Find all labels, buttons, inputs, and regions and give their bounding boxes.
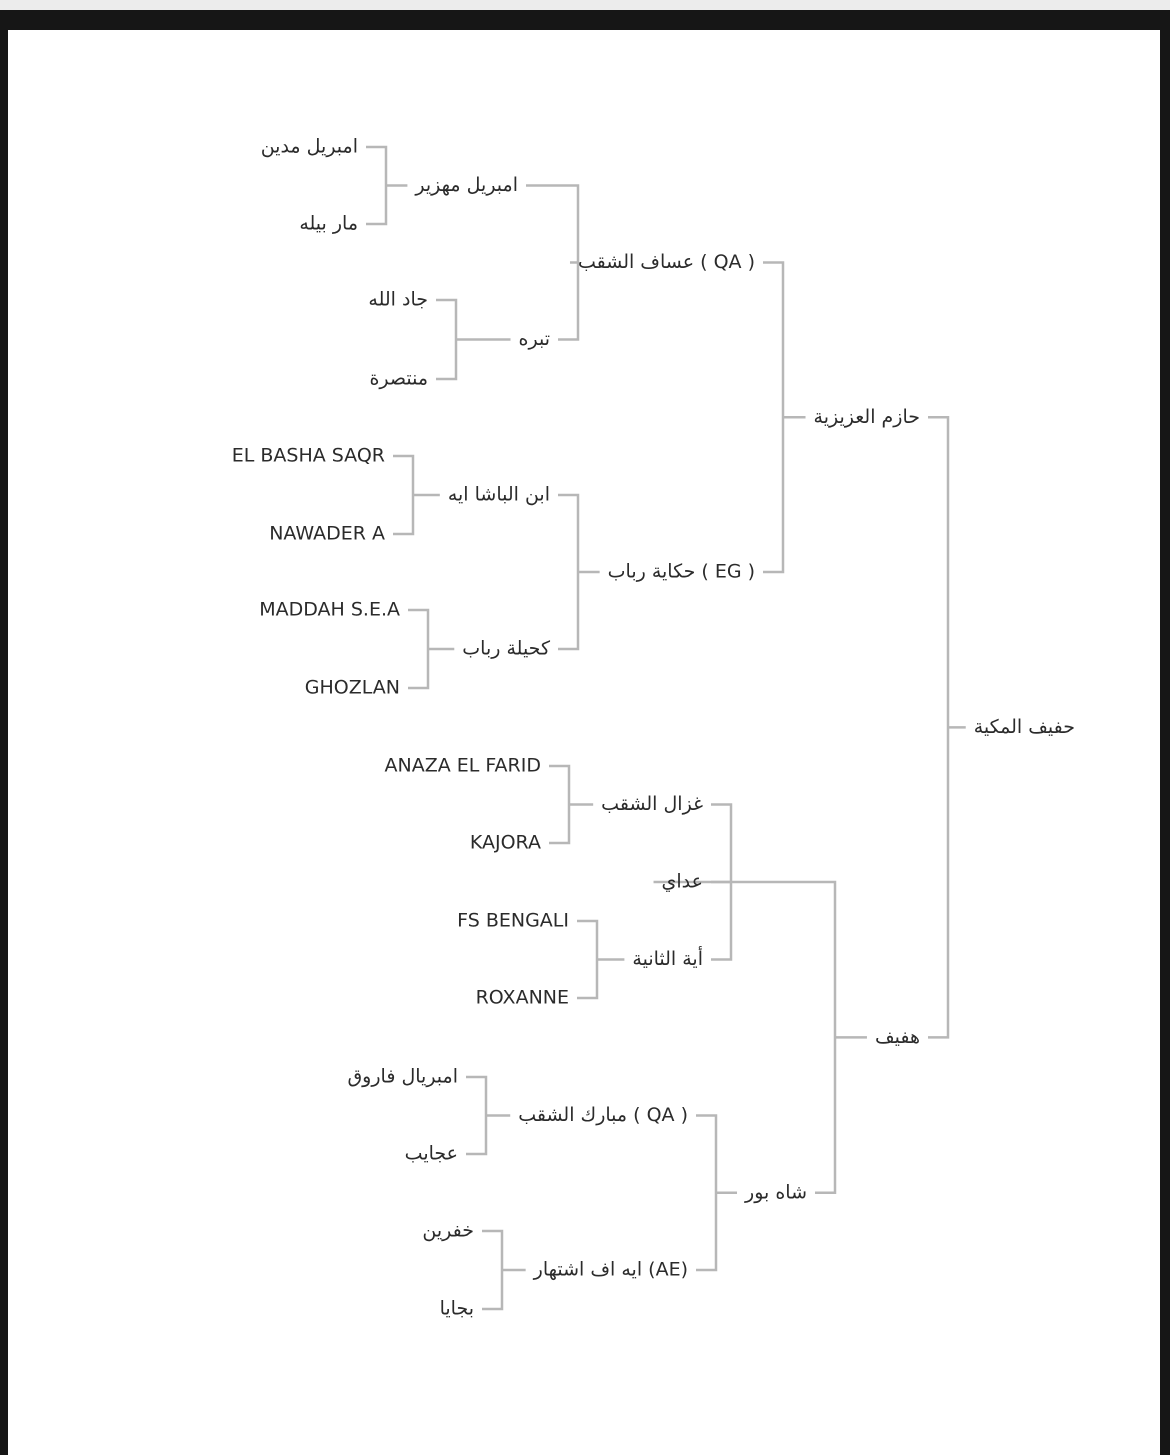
entrant-semifinal-1: حازم العزيزية	[814, 406, 920, 428]
connector-round-32-6	[577, 919, 625, 1000]
connector-quarterfinal-2	[711, 880, 867, 1194]
connector-round-32-5	[549, 764, 594, 845]
entrant-round-16-3: ابن الباشا ايه	[448, 484, 550, 506]
entrant-round-32-12: ROXANNE	[476, 987, 569, 1009]
bracket-labels: حفيف المكية حازم العزيزية هفيف عساف الشقب (…	[232, 136, 1075, 1320]
connector-round-32-3	[393, 454, 440, 536]
connector-round-32-2	[436, 298, 511, 381]
connector-round-32-8	[482, 1229, 526, 1311]
entrant-quarterfinal-4: شاه بور	[744, 1181, 807, 1203]
entrant-round-32-10: KAJORA	[470, 832, 541, 854]
entrant-round-16-4: كحيلة رباب	[462, 638, 551, 660]
entrant-quarterfinal-2: حكاية رباب ( EG )	[608, 561, 755, 583]
entrant-round-16-8: ايه اف اشتهار (AE)	[533, 1259, 688, 1281]
connector-round-16-2	[558, 493, 600, 651]
connector-round-16-1	[526, 184, 580, 341]
entrant-round-32-11: FS BENGALI	[457, 910, 569, 932]
entrant-quarterfinal-3: عداي	[662, 871, 703, 893]
connector-round-32-4	[408, 608, 455, 690]
entrant-round-32-15: خفرين	[422, 1220, 474, 1242]
entrant-round-32-9: ANAZA EL FARID	[384, 755, 541, 777]
entrant-round-16-2: تبره	[519, 328, 550, 350]
entrant-round-16-1: امبريل مهزير	[414, 174, 518, 196]
entrant-semifinal-2: هفيف	[875, 1026, 920, 1048]
entrant-round-32-13: امبريال فاروق	[347, 1066, 458, 1088]
entrant-quarterfinal-1: عساف الشقب ( QA )	[578, 251, 755, 273]
entrant-round-32-7: MADDAH S.E.A	[259, 599, 400, 621]
entrant-round-32-6: NAWADER A	[269, 523, 385, 545]
entrant-round-32-8: GHOZLAN	[305, 677, 400, 699]
connector-round-32-7	[466, 1075, 511, 1156]
connector-semifinal-1	[928, 416, 966, 1039]
bracket-connectors	[366, 145, 966, 1311]
top-bar	[0, 0, 1170, 10]
entrant-round-32-2: مار بيله	[299, 213, 358, 235]
entrant-round-32-4: منتصرة	[369, 368, 428, 390]
entrant-round-16-5: غزال الشقب	[601, 793, 703, 815]
connector-round-16-4	[696, 1114, 738, 1272]
entrant-champion-1: حفيف المكية	[974, 716, 1075, 738]
entrant-round-32-16: بجايا	[440, 1298, 474, 1320]
entrant-round-16-7: مبارك الشقب ( QA )	[518, 1104, 688, 1126]
entrant-round-32-14: عجايب	[405, 1143, 458, 1165]
entrant-round-32-3: جاد الله	[368, 289, 428, 311]
entrant-round-32-5: EL BASHA SAQR	[232, 445, 385, 467]
entrant-round-16-6: أية الثانية	[632, 946, 703, 970]
entrant-round-32-1: امبريل مدين	[261, 136, 358, 158]
connector-round-32-1	[366, 145, 408, 226]
bracket-panel	[8, 30, 1160, 1455]
connector-quarterfinal-1	[763, 261, 806, 574]
